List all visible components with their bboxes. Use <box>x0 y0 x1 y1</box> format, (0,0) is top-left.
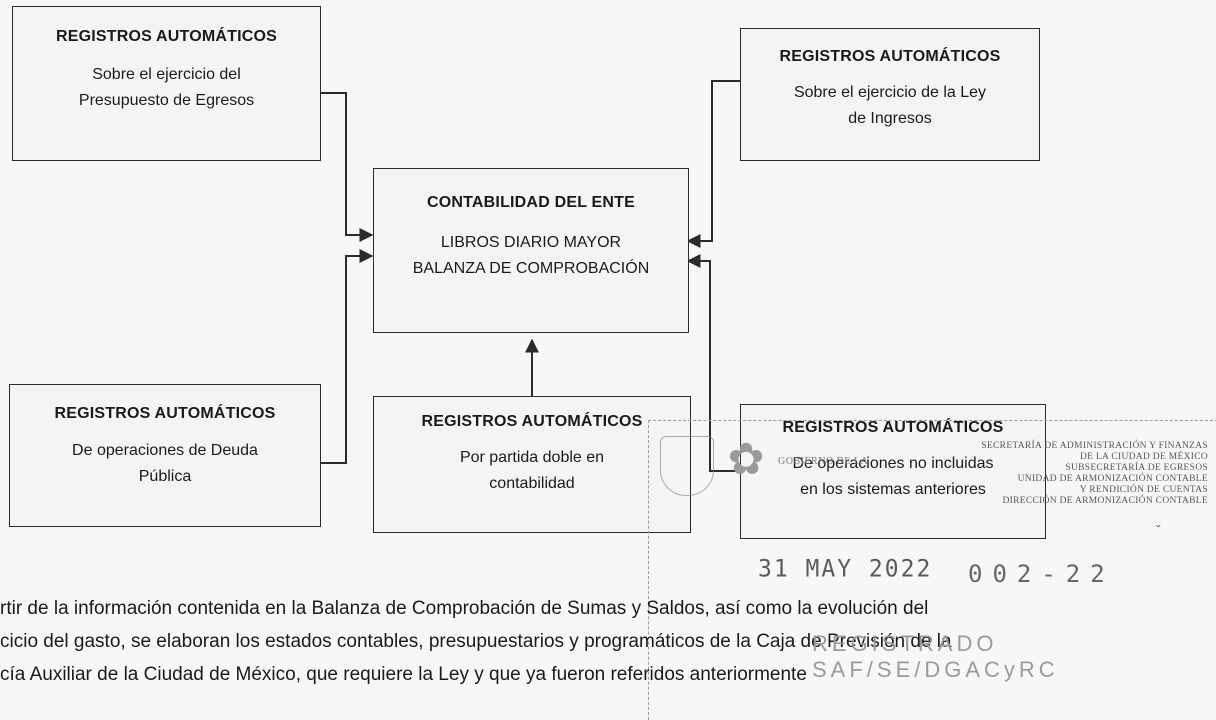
stamp-number: 002-22 <box>968 560 1115 588</box>
box-description: Sobre el ejercicio de la Ley de Ingresos <box>741 80 1039 132</box>
box-line: Por partida doble en <box>459 449 605 466</box>
coat-of-arms-icon <box>660 436 714 496</box>
stamp-org-line: Y RENDICIÓN DE CUENTAS <box>1079 485 1208 495</box>
box-ley-ingresos: REGISTROS AUTOMÁTICOS Sobre el ejercicio… <box>740 28 1040 161</box>
stamp-registered: REGISTRADO SAF/SE/DGACyRC <box>812 631 1059 682</box>
arrow-otras-to-contabilidad <box>686 254 740 472</box>
box-line: Sobre el ejercicio del <box>92 66 241 83</box>
box-operaciones-no-incluidas: REGISTROS AUTOMÁTICOS De operaciones no … <box>740 404 1046 539</box>
box-line: en los sistemas anteriores <box>800 481 986 498</box>
stamp-org-line: UNIDAD DE ARMONIZACIÓN CONTABLE <box>1017 474 1208 484</box>
cdmx-logo-icon: ✿ <box>727 435 765 484</box>
box-description: De operaciones no incluidas en los siste… <box>741 451 1045 503</box>
registration-stamp <box>648 420 1216 720</box>
stamp-date: 31 MAY 2022 <box>758 555 933 583</box>
body-paragraph: rtir de la información contenida en la B… <box>0 592 1216 691</box>
paragraph-line: cicio del gasto, se elaboran los estados… <box>0 631 952 652</box>
box-line: De operaciones no incluidas <box>792 455 994 472</box>
box-line: LIBROS DIARIO MAYOR <box>440 234 622 251</box>
box-heading: REGISTROS AUTOMÁTICOS <box>54 405 276 422</box>
box-contabilidad-ente: CONTABILIDAD DEL ENTE LIBROS DIARIO MAYO… <box>373 168 689 333</box>
box-description: De operaciones de Deuda Pública <box>10 438 320 490</box>
arrow-ingresos-to-contabilidad <box>686 80 740 248</box>
paragraph-line: cía Auxiliar de la Ciudad de México, que… <box>0 664 807 685</box>
box-heading: REGISTROS AUTOMÁTICOS <box>421 413 643 430</box>
box-presupuesto-egresos: REGISTROS AUTOMÁTICOS Sobre el ejercicio… <box>12 6 321 161</box>
stamp-org-line: SECRETARÍA DE ADMINISTRACIÓN Y FINANZAS <box>981 441 1208 451</box>
box-line: Sobre el ejercicio de la Ley <box>793 84 987 101</box>
box-line: contabilidad <box>489 475 575 492</box>
box-line: De operaciones de Deuda <box>72 442 258 459</box>
box-heading: REGISTROS AUTOMÁTICOS <box>779 48 1001 65</box>
box-description: Sobre el ejercicio del Presupuesto de Eg… <box>13 62 320 114</box>
paragraph-line: rtir de la información contenida en la B… <box>0 598 929 619</box>
box-heading: CONTABILIDAD DEL ENTE <box>426 194 636 211</box>
stamp-org-line: DE LA CIUDAD DE MÉXICO <box>1080 452 1208 462</box>
box-heading: REGISTROS AUTOMÁTICOS <box>782 419 1004 436</box>
box-description: Por partida doble en contabilidad <box>374 445 690 497</box>
box-deuda-publica: REGISTROS AUTOMÁTICOS De operaciones de … <box>9 384 321 527</box>
signature-mark-icon: ˇ <box>1156 522 1161 538</box>
stamp-gobierno-label: GOBIERNO DE LA <box>778 456 869 467</box>
stamp-org-line: SUBSECRETARÍA DE EGRESOS <box>1065 463 1208 473</box>
box-line: Presupuesto de Egresos <box>78 92 255 109</box>
box-partida-doble: REGISTROS AUTOMÁTICOS Por partida doble … <box>373 396 691 533</box>
arrow-deuda-to-contabilidad <box>320 249 374 464</box>
stamp-org-line: DIRECCIÓN DE ARMONIZACIÓN CONTABLE <box>1002 496 1208 506</box>
arrow-presupuesto-to-contabilidad <box>320 92 374 242</box>
box-description: LIBROS DIARIO MAYOR BALANZA DE COMPROBAC… <box>374 230 688 282</box>
box-line: de Ingresos <box>848 110 932 127</box>
box-heading: REGISTROS AUTOMÁTICOS <box>55 28 278 45</box>
stamp-organization: SECRETARÍA DE ADMINISTRACIÓN Y FINANZAS … <box>888 441 1208 507</box>
box-line: BALANZA DE COMPROBACIÓN <box>412 260 650 277</box>
box-line: Pública <box>138 468 192 485</box>
